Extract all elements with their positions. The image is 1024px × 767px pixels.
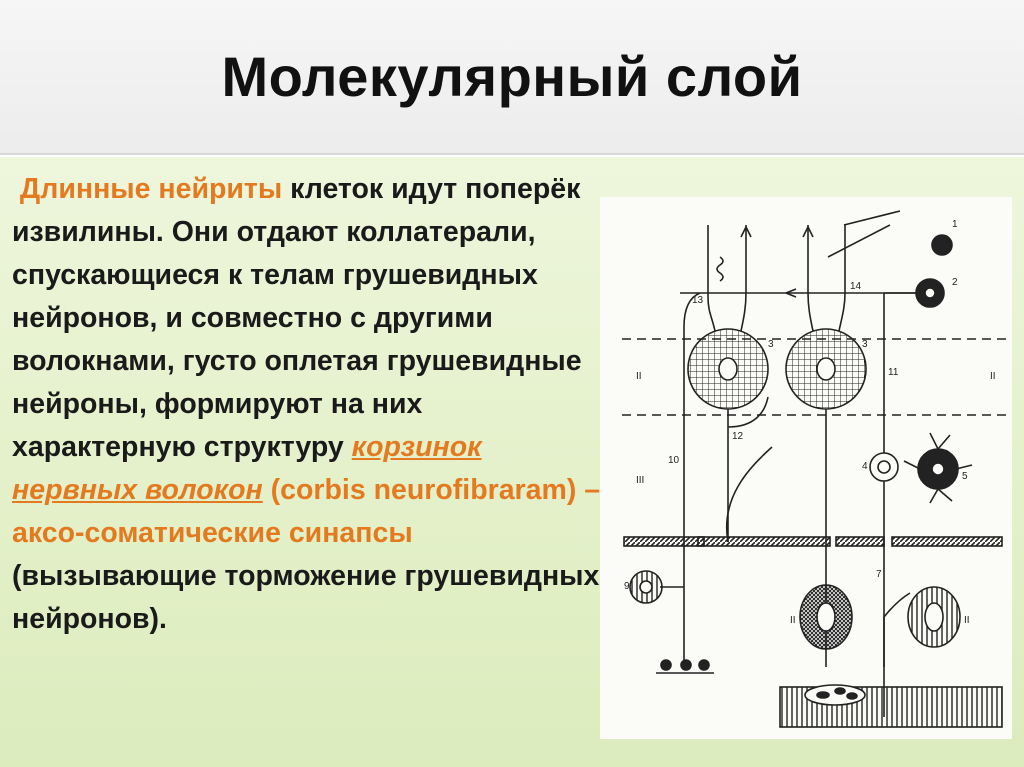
- diagram-label: 10: [668, 455, 680, 466]
- diagram-label: II: [636, 371, 642, 382]
- diagram-svg: 1 2 3 3 4 5 7 9 10 11 12 13 14 II II III…: [622, 210, 1012, 728]
- white-matter-bar: [697, 536, 831, 547]
- white-matter-bar: [623, 536, 705, 547]
- body-paragraph: Длинные нейриты клеток идут поперёк изви…: [12, 168, 602, 641]
- title-band: [0, 0, 1024, 155]
- body-text-segment-end: (вызывающие торможение грушевидных нейро…: [12, 560, 600, 635]
- diagram-label: 4: [862, 461, 868, 472]
- diagram-label: 11: [888, 367, 899, 378]
- diagram-label: 1: [952, 219, 958, 230]
- term-axosomatic-synapses: (corbis neurofibraram) – аксо-соматическ…: [12, 474, 601, 549]
- diagram-label: II: [964, 615, 970, 626]
- body-text: Длинные нейриты клеток идут поперёк изви…: [12, 168, 602, 641]
- diagram-label: 7: [876, 569, 882, 580]
- diagram-label: 5: [962, 471, 968, 482]
- white-matter-bar: [835, 536, 885, 547]
- body-text-segment: клеток идут поперёк извилины. Они отдают…: [12, 173, 582, 463]
- diagram-label: 3: [862, 339, 868, 350]
- diagram-label: II: [790, 615, 796, 626]
- diagram-label: 3: [768, 339, 774, 350]
- title-divider: [0, 153, 1024, 155]
- diagram-label: III: [636, 475, 644, 486]
- cerebellum-cortex-diagram: 1 2 3 3 4 5 7 9 10 11 12 13 14 II II III…: [600, 197, 1012, 739]
- diagram-label: 12: [732, 431, 744, 442]
- diagram-label: 2: [952, 277, 958, 288]
- diagram-label: 9: [624, 581, 630, 592]
- page-title: Молекулярный слой: [221, 45, 803, 108]
- white-matter-bar: [891, 536, 1003, 547]
- term-long-neurites: Длинные нейриты: [19, 173, 283, 205]
- diagram-label: II: [990, 371, 996, 382]
- term-basket-link[interactable]: корзинок нервных волокон: [12, 431, 482, 506]
- diagram-label: 13: [692, 295, 704, 306]
- diagram-label: 14: [850, 281, 862, 292]
